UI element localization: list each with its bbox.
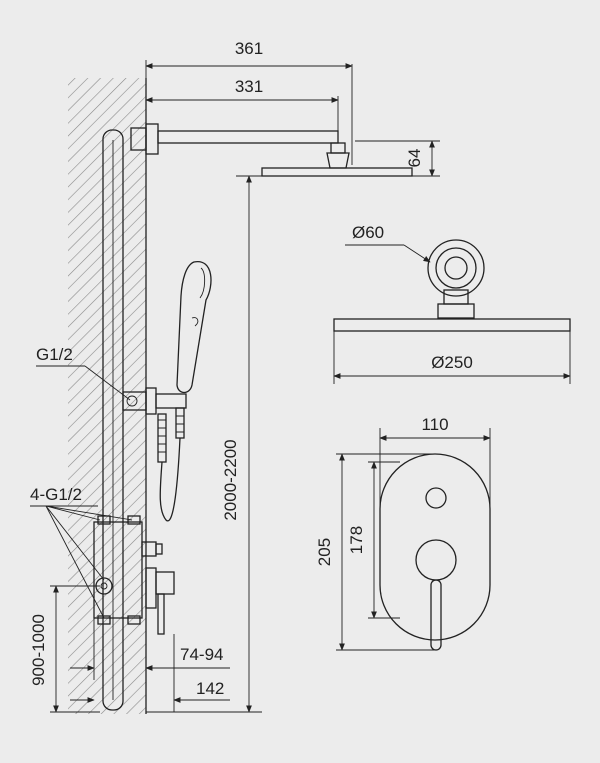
dim-label-205: 205 [315,538,334,566]
shower-column [102,129,124,711]
dim-valve-width: 110 [379,415,491,510]
dim-label-178: 178 [347,526,366,554]
dim-label-74-94: 74-94 [180,645,223,664]
dim-head-thickness: 64 [355,140,440,177]
overhead-arm [130,123,350,169]
dim-label-64: 64 [405,149,424,168]
dim-label-2000-2200: 2000-2200 [221,439,240,520]
dim-label-d60: Ø60 [352,223,384,242]
dim-label-331: 331 [235,77,263,96]
hand-shower [176,261,212,394]
thread-label-holder: G1/2 [36,345,131,401]
thread-label-valve: 4-G1/2 [30,485,133,619]
dim-valve-height-outer: 205 [315,453,436,651]
dim-valve-height: 900-1000 [29,585,100,713]
holder-bracket [122,387,187,415]
dim-arm-total: 361 [145,39,353,165]
cover-plate-front [379,453,491,651]
dim-valve-depth: 142 [70,634,230,712]
dim-label-142: 142 [196,679,224,698]
dim-arm-to-head: 331 [145,77,339,131]
rain-head-front: Ø250 [333,318,571,384]
dim-label-110: 110 [421,415,448,434]
dim-valve-depth-range: 74-94 [70,618,230,680]
dim-column-height: 2000-2200 [146,175,262,713]
dim-label-361: 361 [235,39,263,58]
valve-lever-side [145,567,175,635]
shower-hose [157,407,185,522]
dim-valve-height-inner: 178 [347,461,400,619]
label-g12: G1/2 [36,345,73,364]
dim-label-900-1000: 900-1000 [29,614,48,686]
valve-body [93,515,163,625]
rain-head-side [261,167,413,177]
label-4-g12: 4-G1/2 [30,485,82,504]
mount-front-view: Ø60 [345,223,485,319]
dim-label-d250: Ø250 [431,353,473,372]
